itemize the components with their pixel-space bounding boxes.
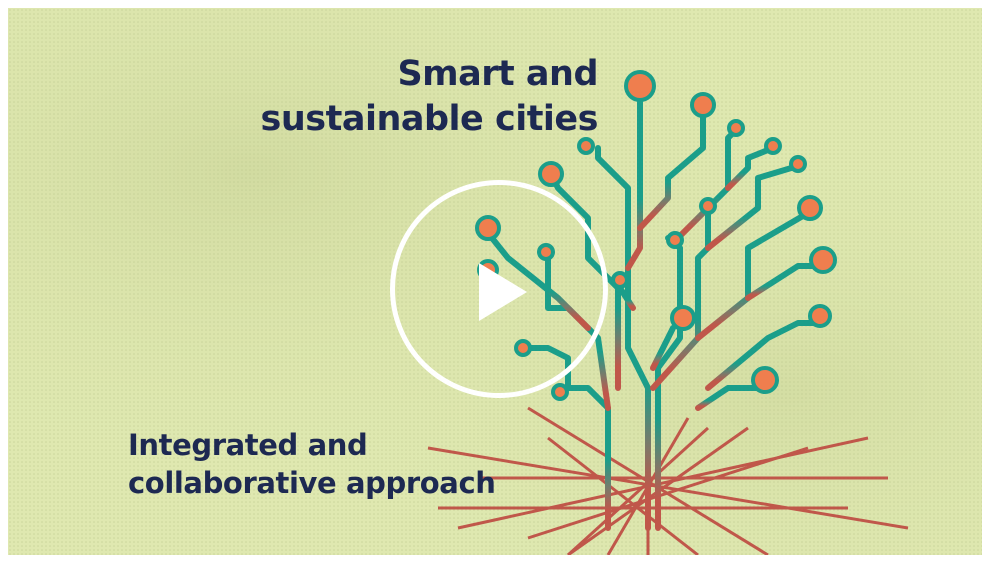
title-line-2: sustainable cities bbox=[260, 99, 599, 139]
roots bbox=[427, 406, 909, 555]
video-title: Smart and sustainable cities bbox=[260, 52, 599, 142]
video-subtitle: Integrated and collaborative approach bbox=[128, 426, 496, 502]
subtitle-line-1: Integrated and bbox=[128, 428, 368, 462]
play-icon[interactable] bbox=[479, 263, 527, 321]
subtitle-line-2: collaborative approach bbox=[128, 466, 496, 500]
video-player[interactable]: Smart and sustainable cities Integrated … bbox=[8, 8, 982, 555]
play-button[interactable] bbox=[390, 180, 608, 398]
title-line-1: Smart and bbox=[397, 54, 598, 94]
